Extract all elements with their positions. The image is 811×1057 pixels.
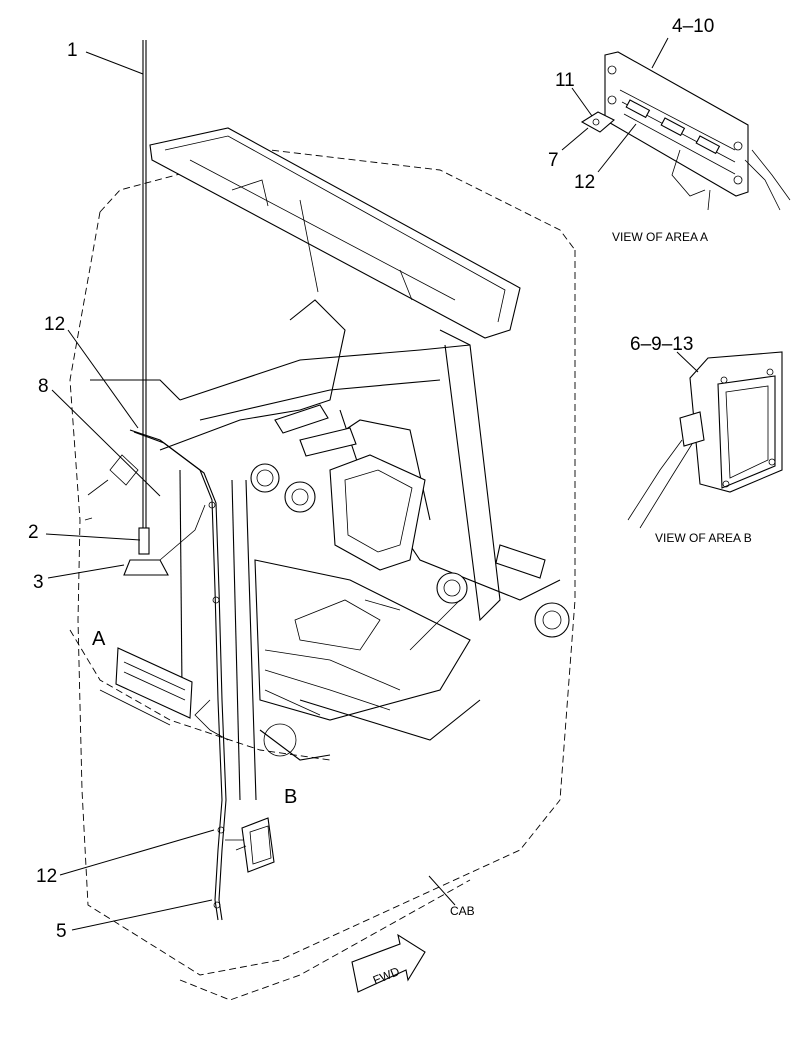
module-b — [235, 817, 275, 873]
floor — [254, 559, 481, 761]
cab-outline — [69, 149, 576, 1001]
callout-2: 2 — [28, 522, 39, 543]
leader-lines — [45, 37, 699, 931]
fwd-arrow — [351, 933, 426, 993]
callout-7: 7 — [548, 150, 559, 171]
cab-frame — [90, 299, 561, 801]
console — [250, 404, 570, 638]
callout-3: 3 — [33, 572, 44, 593]
callout-6-9-13: 6–9–13 — [630, 334, 693, 355]
view-area-a-drawing — [580, 51, 791, 211]
panel-a — [99, 647, 193, 726]
callout-4-10: 4–10 — [672, 16, 714, 37]
labels: 1 12 8 2 3 12 5 A B CAB FWD 4–10 11 7 12… — [28, 16, 752, 987]
area-a-marker: A — [92, 628, 106, 650]
caption-view-area-a: VIEW OF AREA A — [612, 230, 708, 244]
cab-caption: CAB — [450, 904, 475, 918]
area-b-marker: B — [284, 786, 297, 808]
callout-8: 8 — [38, 376, 49, 397]
callout-1: 1 — [67, 40, 78, 61]
callout-12-view-a: 12 — [574, 172, 595, 193]
antenna-harness — [84, 40, 256, 921]
callout-11: 11 — [555, 70, 575, 91]
view-area-b-drawing — [627, 351, 783, 529]
roof-panel — [149, 127, 521, 339]
caption-view-area-b: VIEW OF AREA B — [655, 531, 752, 545]
callout-12-upper: 12 — [44, 314, 65, 335]
callout-12-lower: 12 — [36, 866, 57, 887]
callout-5: 5 — [56, 921, 67, 942]
